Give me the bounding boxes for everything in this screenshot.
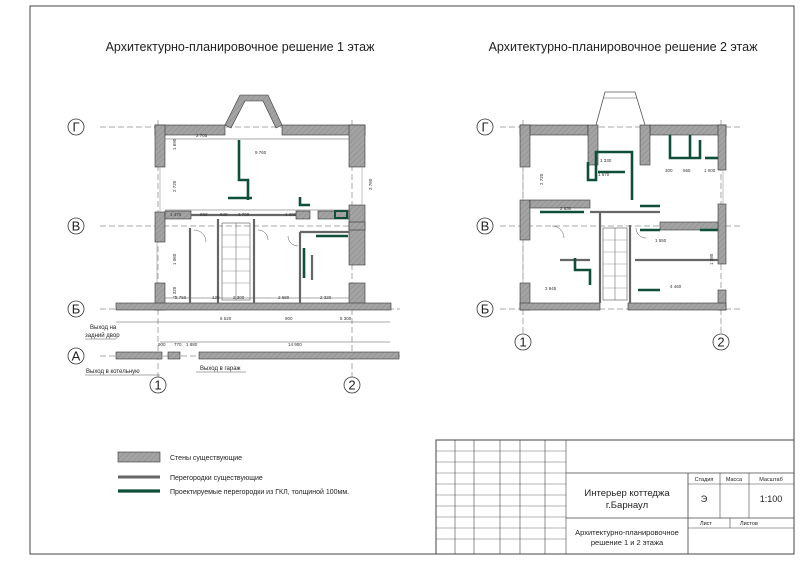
svg-text:Г: Г	[72, 120, 79, 135]
floor2-existing-partitions	[560, 210, 718, 303]
floor1-existing-partitions	[188, 213, 349, 303]
exit-back-line2: задний двор	[85, 332, 120, 339]
svg-text:1: 1	[154, 378, 161, 393]
svg-text:Б: Б	[72, 302, 81, 317]
legend: Стены существующие Перегородки существую…	[117, 451, 349, 496]
dim-f1-5300: 5 300	[340, 316, 352, 321]
mass-label: Масса	[726, 477, 743, 483]
axis-marker-2-f1: 2	[343, 376, 361, 394]
floor2-exterior-walls	[519, 124, 727, 311]
dim-f2-1670: 1 670	[598, 172, 610, 177]
axis-marker-2-f2: 2	[712, 333, 730, 351]
dim-f2-300: 300	[665, 168, 673, 173]
floor1-title: Архитектурно-планировочное решение 1 эта…	[106, 40, 376, 54]
dim-f1-540: 540	[220, 212, 228, 217]
axis-marker-1-f1: 1	[149, 376, 167, 394]
dim-f1-2320: 2 320	[320, 295, 332, 300]
dim-f1-1470: 1 470	[170, 212, 182, 217]
floor2-stairs	[602, 227, 628, 301]
dim-f1-1690: 1 690	[172, 138, 177, 150]
scale-label: Масштаб	[759, 477, 783, 483]
dim-f1-1200: 1 200	[285, 212, 297, 217]
dim-f1-1320: 1 320	[172, 286, 177, 298]
exit-boiler-label: Выход в котельную	[86, 369, 140, 375]
axis-marker-g-f2: Г	[476, 118, 494, 136]
floor2-plan: Г В Б 1 2	[476, 91, 740, 351]
stage-value: Э	[701, 494, 708, 504]
svg-text:В: В	[72, 219, 81, 234]
svg-text:Г: Г	[481, 120, 488, 135]
dim-f1-120: 120	[212, 295, 220, 300]
dim-f1-2705: 2 705	[196, 133, 208, 138]
dim-f1-2750: 2 750	[175, 295, 187, 300]
dim-f1-9760: 9 760	[255, 150, 267, 155]
exit-back-line1: Выход на	[90, 325, 117, 331]
floor1-stairs	[221, 222, 251, 301]
floor1-plan: Г В Б А 1 2	[67, 94, 400, 394]
dim-f2-1880: 1 880	[709, 253, 714, 265]
dim-f1-860: 860	[200, 212, 208, 217]
dim-f1-1880: 1 880	[186, 342, 198, 347]
sheet-label: Лист	[700, 521, 712, 527]
project-name-line1: Интерьер коттеджа	[584, 488, 670, 499]
sheet-name-line2: решение 1 и 2 этажа	[591, 538, 664, 547]
dim-f1-6520: 6 520	[220, 316, 232, 321]
axis-marker-b-f2: Б	[476, 300, 494, 318]
floor1-gkl-partitions	[228, 140, 348, 278]
sheet-frame	[29, 5, 795, 555]
svg-text:2: 2	[717, 335, 724, 350]
svg-text:В: В	[481, 219, 490, 234]
sheet-name-line1: Архитектурно-планировочное	[575, 528, 679, 537]
dim-f1-1060: 1 060	[172, 253, 177, 265]
dim-f1-2300: 2 300	[233, 295, 245, 300]
floor2-gkl-partitions	[540, 135, 718, 292]
dim-f1-900: 900	[285, 316, 293, 321]
dim-f1-3760: 3 760	[368, 178, 373, 190]
dim-f2-1550: 1 550	[655, 238, 667, 243]
dim-f1-2700: 2 700	[238, 212, 250, 217]
axis-marker-a-f1: А	[67, 347, 85, 365]
dim-f2-2945: 2 945	[545, 286, 557, 291]
dim-f1-14900: 14 900	[288, 342, 302, 347]
floor1-exterior-walls	[115, 94, 400, 360]
dim-f1-2720: 2 720	[172, 180, 177, 192]
dim-f2-4460: 4 460	[670, 284, 682, 289]
axis-marker-1-f2: 1	[514, 333, 532, 351]
floor2-title: Архитектурно-планировочное решение 2 эта…	[489, 40, 759, 54]
svg-text:А: А	[72, 349, 81, 364]
dim-f2-2630: 2 630	[560, 206, 572, 211]
sheets-label: Листов	[740, 521, 758, 527]
scale-value: 1:100	[760, 494, 783, 504]
dim-f2-1000: 1 000	[704, 168, 716, 173]
svg-text:2: 2	[348, 378, 355, 393]
dim-f2-565: 565	[683, 168, 691, 173]
project-name-line2: г.Барнаул	[606, 500, 648, 511]
dim-f2-1330: 1 330	[600, 158, 612, 163]
axis-marker-v-f2: В	[476, 217, 494, 235]
dim-f1-770: 770	[174, 342, 182, 347]
exit-garage-label: Выход в гараж	[200, 366, 241, 372]
legend-new-partitions: Проектируемые перегородки из ГКЛ, толщин…	[170, 488, 349, 496]
dim-f1-2680: 2 680	[278, 295, 290, 300]
dim-f2-2720: 2 720	[539, 173, 544, 185]
dim-f1-900b: 900	[158, 342, 166, 347]
svg-text:1: 1	[519, 335, 526, 350]
legend-existing-walls: Стены существующие	[170, 455, 242, 462]
svg-text:Б: Б	[481, 302, 490, 317]
axis-marker-v-f1: В	[67, 217, 85, 235]
axis-marker-g-f1: Г	[67, 118, 85, 136]
axis-marker-b-f1: Б	[67, 300, 85, 318]
legend-existing-partitions: Перегородки существующие	[170, 475, 263, 482]
legend-swatch-walls	[117, 451, 161, 463]
title-block: Интерьер коттеджа г.Барнаул Архитектурно…	[435, 439, 795, 555]
stage-label: Стадия	[695, 477, 714, 483]
